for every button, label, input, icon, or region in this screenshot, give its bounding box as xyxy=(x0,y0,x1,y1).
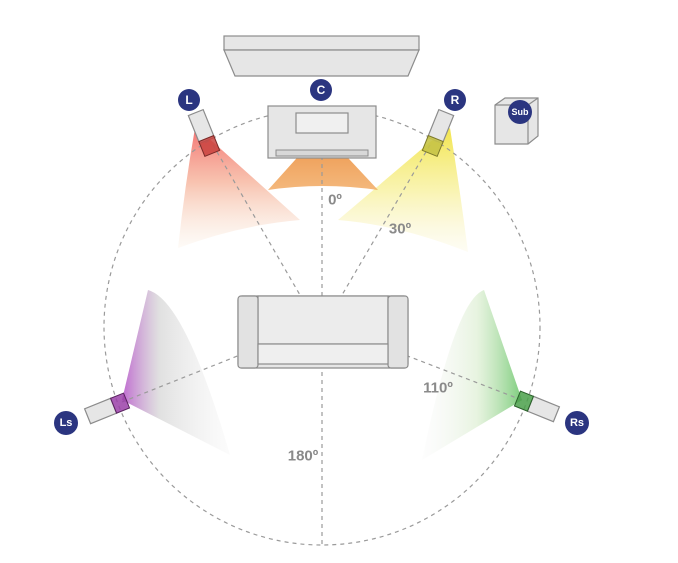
left-axis-line xyxy=(212,144,301,296)
badge-right-label: R xyxy=(451,93,460,107)
front-left-dispersion-lobe xyxy=(178,128,300,248)
badge-center-label: C xyxy=(317,83,326,97)
badge-left-surround-label: Ls xyxy=(60,417,73,429)
badge-subwoofer-label: Sub xyxy=(512,107,530,117)
front-right-dispersion-lobe xyxy=(338,128,468,252)
left-surround-dispersion-lobe xyxy=(122,290,230,455)
badge-right-surround: Rs xyxy=(565,411,589,435)
right-surround-speaker xyxy=(513,390,561,423)
sofa xyxy=(237,295,409,369)
right-surround-dispersion-lobe xyxy=(422,290,522,460)
angle-label-surround: 110º xyxy=(423,380,453,397)
angle-label-center: 0º xyxy=(328,192,342,209)
badge-left-label: L xyxy=(185,93,192,107)
center-speaker xyxy=(267,105,377,159)
badge-right-surround-label: Rs xyxy=(570,417,584,429)
right-axis-line xyxy=(341,144,431,296)
badge-left: L xyxy=(178,89,200,111)
badge-left-surround: Ls xyxy=(54,411,78,435)
front-left-speaker xyxy=(187,108,221,158)
center-dispersion-lobe xyxy=(268,130,378,190)
left-surround-speaker xyxy=(83,392,131,425)
right-surround-axis-line xyxy=(404,354,523,401)
left-surround-axis-line xyxy=(121,354,241,403)
badge-right: R xyxy=(444,89,466,111)
badge-subwoofer: Sub xyxy=(508,100,532,124)
angle-label-front: 30º xyxy=(389,221,412,238)
angle-label-rear: 180º xyxy=(288,448,319,465)
badge-center: C xyxy=(310,79,332,101)
tv-screen xyxy=(223,35,420,77)
front-right-speaker xyxy=(421,108,455,158)
